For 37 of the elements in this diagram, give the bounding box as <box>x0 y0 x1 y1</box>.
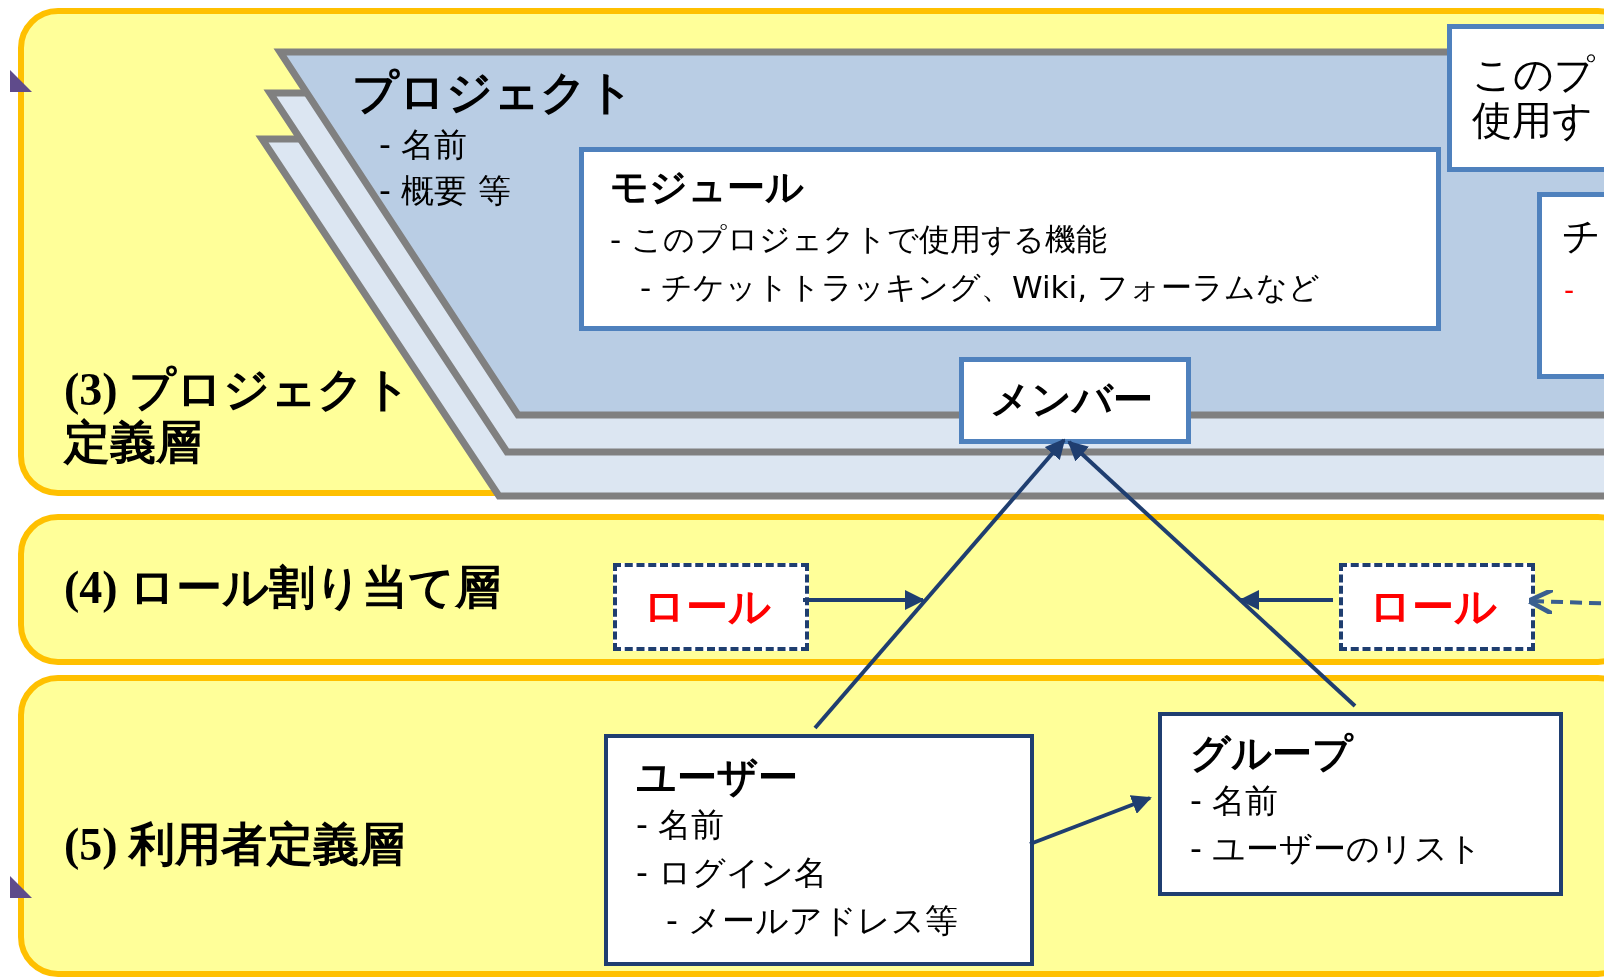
arrow <box>1239 590 1333 610</box>
entity-box <box>604 734 1034 966</box>
arrow <box>813 438 1066 730</box>
box-title: プロジェクト <box>352 66 634 119</box>
arrow <box>1067 440 1357 708</box>
list-item: - メールアドレス等 <box>666 902 959 940</box>
box-title: ロール <box>1369 583 1497 632</box>
content-box <box>579 147 1441 331</box>
box-title: グループ <box>1190 730 1353 776</box>
box-title: モジュール <box>610 166 804 210</box>
list-item: - ログイン名 <box>636 854 828 892</box>
layer-band <box>18 675 1604 977</box>
layer-label: (4) ロール割り当て層 <box>64 562 502 615</box>
layer-label: (5) 利用者定義層 <box>64 819 406 872</box>
box-title: ユーザー <box>636 754 798 800</box>
content-box <box>959 357 1191 444</box>
arrow <box>1029 795 1152 846</box>
box-title: このプ使用す <box>1472 51 1596 143</box>
list-item: - 名前 <box>1190 782 1279 820</box>
list-item: - このプロジェクトで使用する機能 <box>610 222 1108 258</box>
arrow <box>803 590 925 610</box>
content-box <box>1447 24 1604 172</box>
list-item: - 概要 等 <box>379 172 511 210</box>
bullet-mark: - <box>1564 275 1575 308</box>
role-box <box>613 563 809 651</box>
box-title: メンバー <box>990 376 1153 422</box>
list-item: - ユーザーのリスト <box>1190 830 1483 868</box>
entity-box <box>1158 712 1563 896</box>
list-item: - 名前 <box>636 806 725 844</box>
role-box <box>1339 563 1535 651</box>
box-title: チ <box>1562 215 1601 259</box>
list-item: - チケットトラッキング、Wiki, フォーラムなど <box>640 270 1320 306</box>
layer-label: (3) プロジェクト定義層 <box>64 364 413 470</box>
arrow <box>1526 587 1604 617</box>
list-item: - 名前 <box>379 126 468 164</box>
layer-band <box>18 514 1604 665</box>
box-title: ロール <box>643 583 771 632</box>
